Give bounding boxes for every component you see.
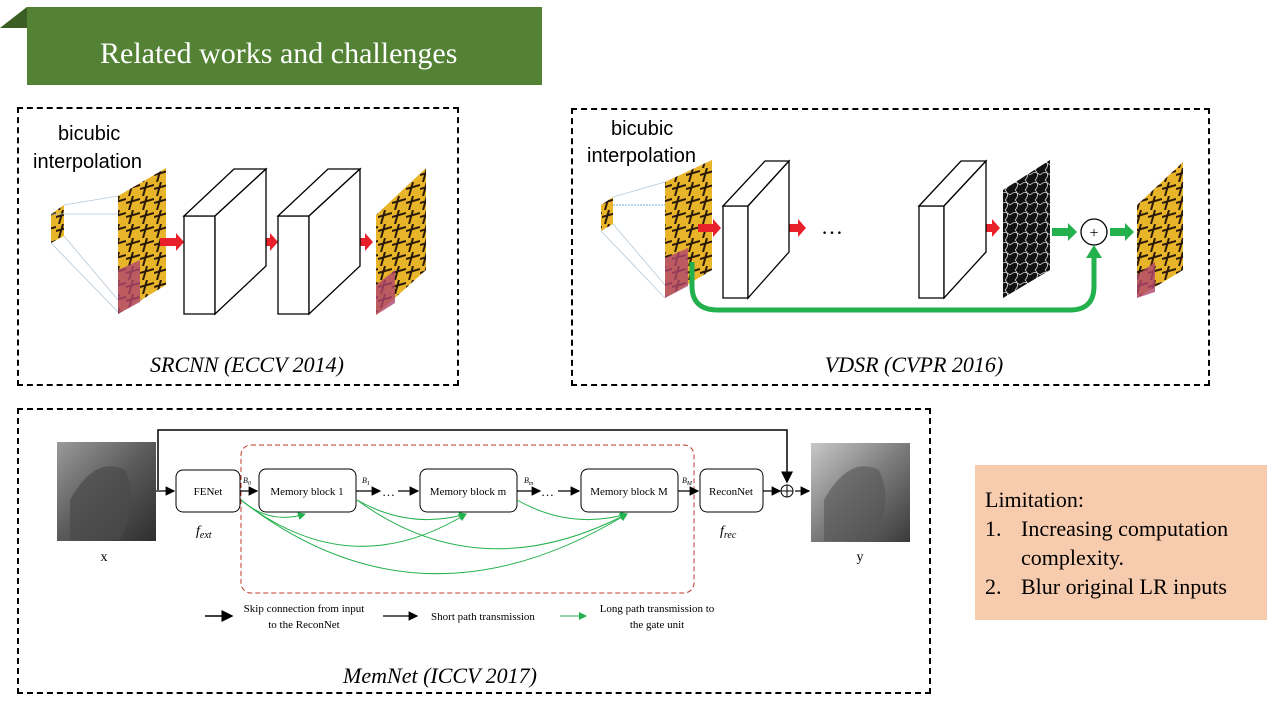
memnet-b1-label: B1: [362, 476, 370, 487]
memnet-panel: [17, 408, 931, 694]
vdsr-ellipsis: …: [821, 214, 843, 239]
legend-short: Short path transmission: [431, 611, 535, 623]
memnet-output-label: y: [857, 550, 864, 565]
memnet-blocks: [175, 468, 764, 513]
legend-skip-line2: to the ReconNet: [268, 619, 339, 631]
srcnn-conv-block-1: [182, 167, 268, 316]
memnet-frec-label: frec: [720, 524, 737, 541]
srcnn-input-label-2: interpolation: [33, 151, 142, 173]
limitation-item2-number: 2.: [985, 574, 1002, 599]
vdsr-conv-block-2: [917, 159, 988, 300]
vdsr-output-flower-patch: [1137, 262, 1155, 298]
srcnn-caption: SRCNN (ECCV 2014): [150, 352, 344, 377]
limitation-item2: Blur original LR inputs: [1021, 574, 1227, 599]
memnet-dots-2: …: [541, 484, 554, 499]
vdsr-input-label-1: bicubic: [611, 118, 673, 140]
memnet-long-paths: [240, 499, 628, 575]
srcnn-input-label-1: bicubic: [58, 123, 120, 145]
srcnn-conv-block-2: [276, 167, 362, 316]
memnet-global-skip: [157, 429, 793, 490]
memnet-input-label: x: [101, 550, 108, 565]
memnet-sum-cross: [781, 485, 793, 497]
vdsr-input-label-2: interpolation: [587, 145, 696, 167]
memnet-fext-label: fext: [196, 524, 212, 541]
memnet-bM-label: BM: [682, 476, 693, 487]
memnet-memory-region: [240, 444, 695, 594]
srcnn-panel: [17, 107, 459, 386]
memnet-legend: Skip connection from input to the ReconN…: [205, 603, 715, 631]
srcnn-diagram: bicubic interpolation: [33, 123, 426, 377]
limitation-item1-number: 1.: [985, 516, 1002, 541]
vdsr-sum-symbol: +: [1089, 225, 1098, 242]
vdsr-output-image: [1137, 162, 1183, 298]
limitation-heading: Limitation:: [985, 487, 1084, 512]
legend-long-line2: the gate unit: [630, 619, 684, 631]
title-banner: Related works and challenges: [0, 7, 542, 85]
memnet-bm-label: Bm: [524, 476, 534, 487]
slide-title: Related works and challenges: [100, 37, 458, 70]
srcnn-projection-lines: [50, 195, 119, 313]
memnet-block-m-label: Memory block m: [430, 486, 507, 498]
memnet-state-labels: B0 B1 Bm BM: [243, 476, 693, 487]
vdsr-panel: [571, 108, 1210, 386]
vdsr-flower-patch: [665, 248, 688, 298]
vdsr-residual-image: [1003, 160, 1050, 298]
memnet-block-labels: FENet Memory block 1 Memory block m Memo…: [194, 486, 753, 498]
vdsr-skip-connection: [689, 256, 1097, 313]
memnet-diagram: x y FENet Memory block 1 Memory block m …: [57, 429, 910, 688]
limitation-item1-line2: complexity.: [1021, 545, 1125, 570]
memnet-reconnet-label: ReconNet: [709, 486, 753, 498]
vdsr-red-arrows: [698, 219, 1000, 237]
legend-skip-line1: Skip connection from input: [244, 603, 365, 615]
vdsr-conv-block-1: [721, 159, 791, 300]
memnet-fenet-label: FENet: [194, 486, 223, 498]
srcnn-flower-patch: [118, 260, 140, 314]
memnet-block-M-label: Memory block M: [590, 486, 668, 498]
vdsr-diagram: bicubic interpolation …: [587, 118, 1183, 377]
legend-long-line1: Long path transmission to: [600, 603, 715, 615]
vdsr-lr-image: [601, 197, 613, 231]
memnet-dots-1: …: [382, 484, 395, 499]
memnet-output-image-detail: [824, 466, 886, 541]
vdsr-caption: VDSR (CVPR 2016): [825, 352, 1003, 377]
vdsr-projection-lines: [600, 181, 666, 299]
memnet-block-1-label: Memory block 1: [270, 486, 343, 498]
memnet-input-image-detail: [70, 466, 132, 540]
vdsr-green-arrows: [1052, 223, 1134, 241]
banner-shape: [0, 7, 542, 85]
srcnn-lr-image: [51, 205, 64, 243]
srcnn-output-flower-patch: [376, 270, 395, 315]
limitation-item1-line1: Increasing computation: [1021, 516, 1229, 541]
limitation-box: Limitation: 1. Increasing computation co…: [975, 465, 1267, 620]
vdsr-skip-arrowhead: [1086, 245, 1102, 258]
memnet-caption: MemNet (ICCV 2017): [342, 663, 537, 688]
memnet-b0-label: B0: [243, 476, 251, 487]
